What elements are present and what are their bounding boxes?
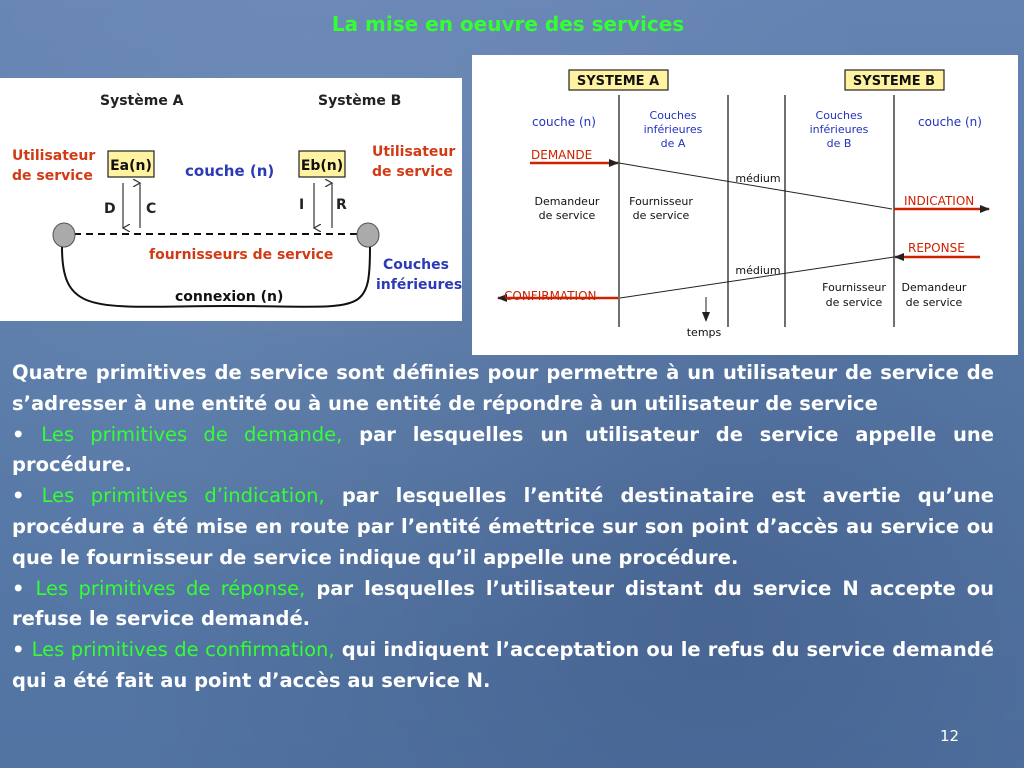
primitive-description: par lesquelles l’entité destinataire est…	[12, 484, 994, 569]
bullet: •	[12, 576, 25, 600]
user-b-label-line1: Utilisateur	[372, 144, 455, 160]
lower-b-line2: inférieures	[810, 123, 869, 136]
slide-title: La mise en oeuvre des services	[331, 12, 685, 36]
lower-layers-label-line1: Couches	[383, 257, 449, 273]
time-label: temps	[687, 326, 722, 339]
primitive-description: par lesquelles l’utilisateur distant du …	[12, 576, 994, 631]
primitives-sequence-diagram: SYSTEME A SYSTEME B couche (n) couche (n…	[497, 69, 990, 339]
primitive-name: Les primitives de confirmation,	[31, 638, 335, 662]
medium-bottom-label: médium	[735, 264, 780, 277]
confirmation-label: CONFIRMATION	[504, 289, 597, 303]
system-b-box	[844, 69, 945, 91]
system-a-title: SYSTEME A	[577, 74, 659, 89]
requester-b-line2: de service	[906, 296, 963, 309]
body-text: Quatre primitives de service sont défini…	[12, 358, 994, 697]
indication-label: INDICATION	[904, 194, 974, 208]
lower-a-line2: inférieures	[644, 123, 703, 136]
primitive-description: par lesquelles un utilisateur de service…	[12, 422, 994, 477]
entity-b-box	[298, 150, 346, 178]
primitive-description: qui indiquent l’acceptation ou le refus …	[12, 638, 995, 692]
lower-a-line3: de A	[661, 137, 686, 150]
service-model-diagram: Système A Système B Utilisateur de servi…	[12, 93, 462, 308]
primitive-item-indication: • Les primitives d’indication, par lesqu…	[12, 481, 994, 573]
intro-paragraph: Quatre primitives de service sont défini…	[12, 361, 994, 415]
primitive-name: Les primitives de demande,	[41, 422, 343, 446]
bullet: •	[12, 422, 25, 446]
system-a-box	[568, 69, 669, 91]
bullet: •	[12, 484, 25, 508]
layer-label: couche (n)	[185, 162, 274, 180]
provider-a-line2: de service	[633, 209, 690, 222]
medium-top-label: médium	[735, 172, 780, 185]
requester-a-line2: de service	[539, 209, 596, 222]
system-b-label: Système B	[318, 93, 401, 109]
primitive-name: Les primitives de réponse,	[35, 576, 306, 600]
layer-left-label: couche (n)	[532, 115, 596, 129]
user-b-label-line2: de service	[372, 164, 453, 180]
primitives-sequence-figure: SYSTEME A SYSTEME B couche (n) couche (n…	[472, 55, 1018, 355]
provider-b-line1: Fournisseur	[822, 281, 886, 294]
bullet: •	[12, 638, 25, 662]
demande-transfer-line	[618, 162, 893, 210]
lower-b-line3: de B	[827, 137, 852, 150]
access-point-b	[356, 222, 380, 248]
system-a-label: Système A	[100, 93, 184, 109]
layer-right-label: couche (n)	[918, 115, 982, 129]
providers-label: fournisseurs de service	[149, 247, 333, 263]
arrow-c-label: C	[146, 201, 156, 217]
system-b-title: SYSTEME B	[853, 74, 935, 89]
entity-a-box	[107, 150, 155, 178]
arrow-r-label: R	[336, 197, 347, 213]
service-model-figure: Système A Système B Utilisateur de servi…	[0, 78, 462, 321]
user-a-label-line1: Utilisateur	[12, 148, 95, 164]
arrow-i-label: I	[299, 197, 304, 213]
provider-b-line2: de service	[826, 296, 883, 309]
lower-a-line1: Couches	[650, 109, 697, 122]
lower-b-line1: Couches	[816, 109, 863, 122]
connection-label: connexion (n)	[175, 289, 283, 305]
reponse-transfer-line	[619, 256, 895, 299]
requester-b-line1: Demandeur	[902, 281, 967, 294]
lower-layers-label-line2: inférieures	[376, 277, 462, 293]
requester-a-line1: Demandeur	[535, 195, 600, 208]
reponse-label: REPONSE	[908, 241, 965, 255]
primitive-item-reponse: • Les primitives de réponse, par lesquel…	[12, 574, 994, 636]
arrow-d-label: D	[104, 201, 116, 217]
entity-b-label: Eb(n)	[301, 158, 343, 174]
primitive-item-confirmation: • Les primitives de confirmation, qui in…	[12, 635, 994, 697]
demande-label: DEMANDE	[531, 148, 592, 162]
connection-curve	[61, 246, 371, 308]
access-point-a	[52, 222, 76, 248]
user-a-label-line2: de service	[12, 168, 93, 184]
provider-a-line1: Fournisseur	[629, 195, 693, 208]
primitive-name: Les primitives d’indication,	[41, 484, 325, 508]
entity-a-label: Ea(n)	[110, 158, 152, 174]
primitive-item-demande: • Les primitives de demande, par lesquel…	[12, 420, 994, 482]
page-number: 12	[940, 727, 960, 745]
